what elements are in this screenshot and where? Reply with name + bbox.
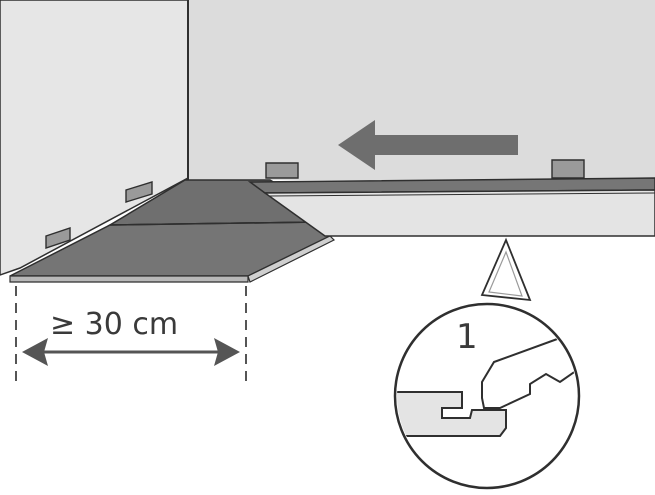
dimension-arrow-icon [22, 338, 240, 366]
room-walls [0, 0, 655, 276]
spacer [125, 181, 153, 203]
direction-arrow-left-icon [338, 120, 518, 170]
step-number: 1 [456, 317, 478, 357]
laid-floor [9, 179, 336, 283]
moving-plank-groove [269, 192, 655, 197]
laid-floor-side-edge [247, 235, 336, 283]
left-wall [0, 0, 189, 276]
distance-label: ≥ 30 cm [50, 307, 178, 342]
spacer [45, 227, 71, 249]
spacer [265, 162, 299, 179]
laid-floor-edge [9, 275, 249, 283]
dimension-marker: ≥ 30 cm [15, 286, 247, 385]
fixed-plank-profile [397, 391, 507, 437]
moving-plank-body [262, 189, 655, 237]
spacer [551, 159, 585, 179]
wall-spacers [45, 159, 585, 249]
moving-plank [247, 177, 655, 237]
moving-plank-top [247, 177, 655, 194]
magnifier-callout-icon: 1 [393, 237, 581, 490]
back-wall [188, 0, 655, 180]
plank-seam-line [109, 221, 321, 226]
